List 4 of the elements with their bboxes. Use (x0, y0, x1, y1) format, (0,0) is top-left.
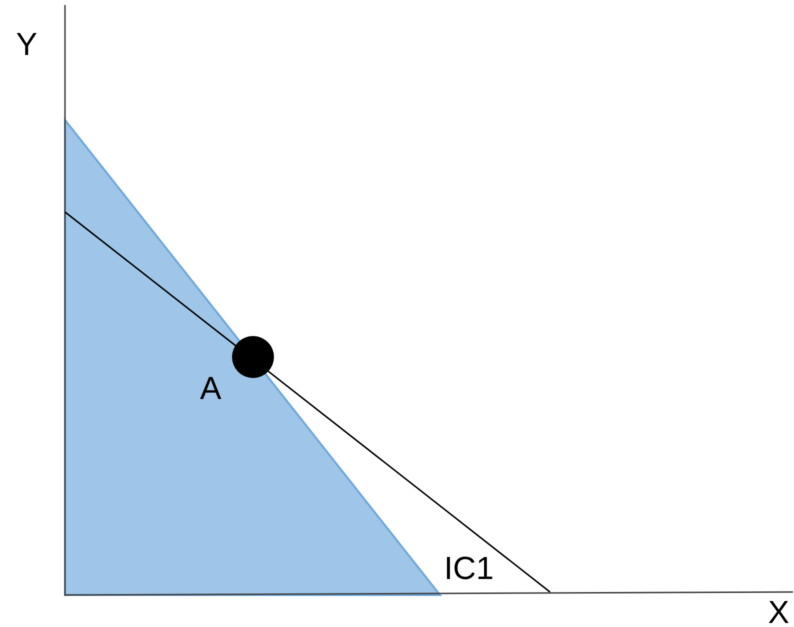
point-label: A (200, 372, 222, 404)
curve-label: IC1 (444, 552, 494, 584)
y-axis-label: Y (16, 28, 38, 60)
x-axis-label: X (768, 596, 790, 627)
